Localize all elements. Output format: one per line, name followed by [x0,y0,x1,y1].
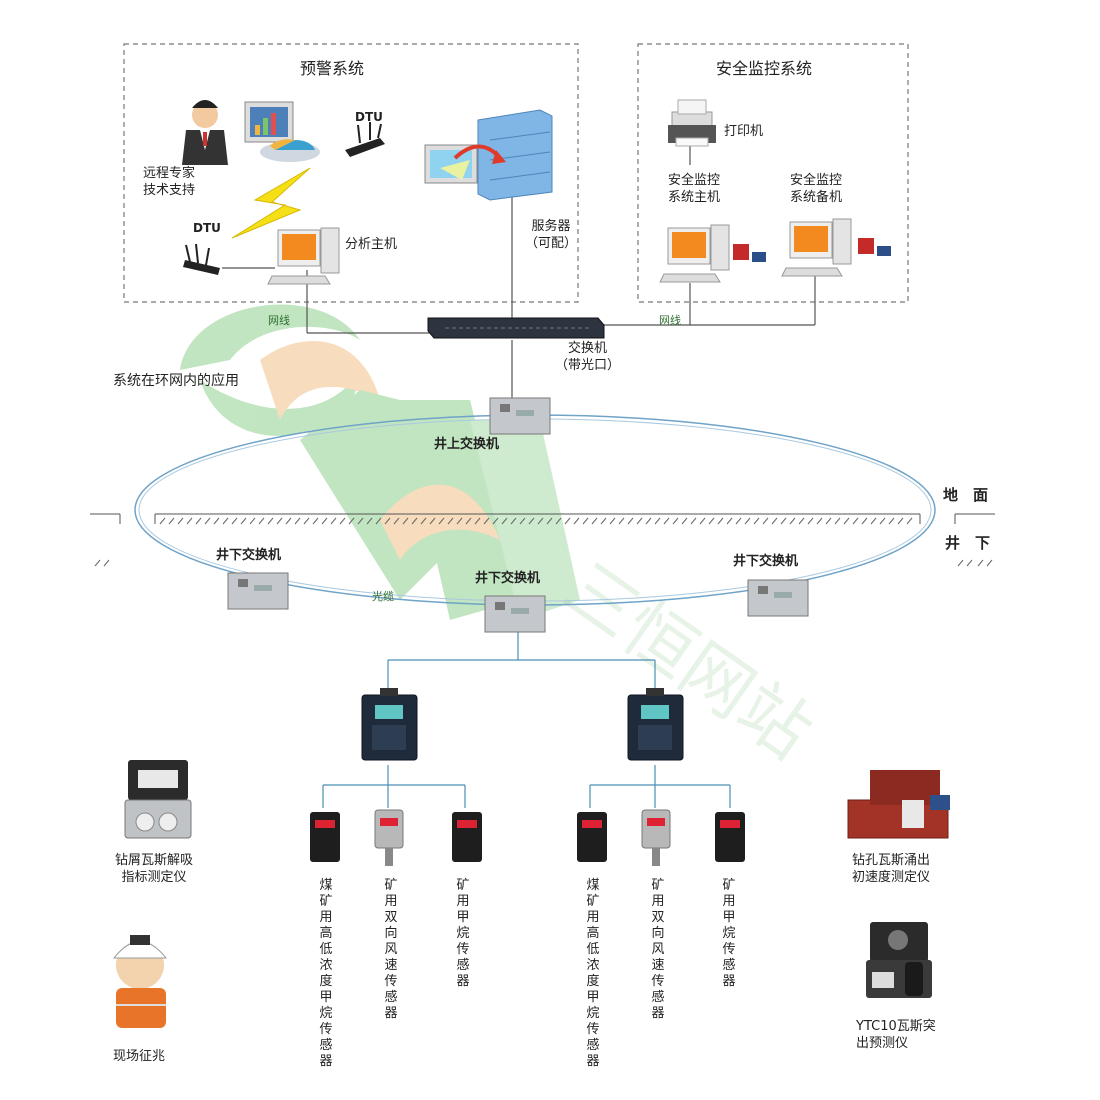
substation-controller-left-icon [361,688,418,761]
server-label: 服务器 （可配） [525,219,578,251]
warning-system-box [123,43,579,303]
switch-label: 交换机 （带光口） [555,341,621,373]
ytc10-label: YTC10瓦斯突 出预测仪 [856,1019,936,1051]
main-host-label: 安全监控 系统主机 [668,173,721,205]
dtu-top-label: DTU [355,110,383,124]
surface-switch-box-icon [489,397,551,435]
drill-chip-label: 钻屑瓦斯解吸 指标测定仪 [115,853,194,885]
warning-system-title: 预警系统 [300,59,365,78]
printer-label: 打印机 [724,124,764,139]
underground-switch-left-box-icon [227,572,289,610]
substation-controller-right-icon [627,688,684,761]
monitor-backup-computer-icon [781,218,891,277]
expert-label: 远程专家 技术支持 [143,166,196,198]
sensor-right-3-label: 矿用甲烷传感器 [722,878,736,989]
analytics-monitor-icon [244,101,320,162]
ground-line [90,513,995,524]
analysis-host-label: 分析主机 [345,237,398,252]
dtu-bottom-label: DTU [193,221,221,235]
sensor-left-1-icon [310,812,340,862]
underground-switch-left-label: 井下交换机 [216,548,282,563]
underground-switch-center-box-icon [484,595,546,633]
sensor-right-3-icon [715,812,745,862]
fiber-label: 光缆 [372,590,394,603]
underground-switch-right-box-icon [747,579,809,617]
controller-lines [322,630,731,808]
monitor-system-title: 安全监控系统 [716,59,813,78]
ring-title: 系统在环网内的应用 [113,373,239,389]
monitor-system-box [637,43,909,303]
sensor-left-3-label: 矿用甲烷传感器 [456,878,470,989]
wire-right-label: 网线 [659,314,681,327]
sensor-right-2-label: 矿用双向风速传感器 [651,878,665,1021]
borehole-label: 钻孔瓦斯涌出 初速度测定仪 [852,853,931,885]
dtu-router-bottom-icon [183,243,220,275]
expert-person-icon [182,100,228,165]
surface-switch-label: 井上交换机 [434,437,500,452]
sensor-right-1-label: 煤矿用高低浓度甲烷传感器 [586,878,600,1069]
sensor-right-2-icon [641,809,671,866]
wireless-lightning-icon [231,167,311,239]
sensor-left-3-icon [452,812,482,862]
ground-hatch [94,517,993,567]
drill-chip-instrument-icon [124,760,192,839]
backup-host-label: 安全监控 系统备机 [790,173,843,205]
sensor-left-2-label: 矿用双向风速传感器 [384,878,398,1021]
underground-switch-center-label: 井下交换机 [475,571,541,586]
analysis-host-computer-icon [267,227,340,285]
underground-label: 井 下 [945,534,991,552]
server-icon [424,109,553,201]
miner-mascot-icon [112,935,168,1028]
field-sign-label: 现场征兆 [113,1049,166,1064]
sensor-right-1-icon [577,812,607,862]
wire-left-label: 网线 [268,314,290,327]
sensor-left-2-icon [374,809,404,866]
printer-icon [668,99,716,147]
dtu-router-top-icon [345,122,385,157]
underground-switch-right-label: 井下交换机 [733,554,799,569]
ground-label: 地 面 [943,486,989,504]
sensor-left-1-label: 煤矿用高低浓度甲烷传感器 [319,878,333,1069]
borehole-instrument-icon [847,770,950,839]
ytc10-instrument-icon [866,922,932,998]
network-switch-icon [427,317,605,339]
monitor-host-computer-icon [659,224,766,283]
